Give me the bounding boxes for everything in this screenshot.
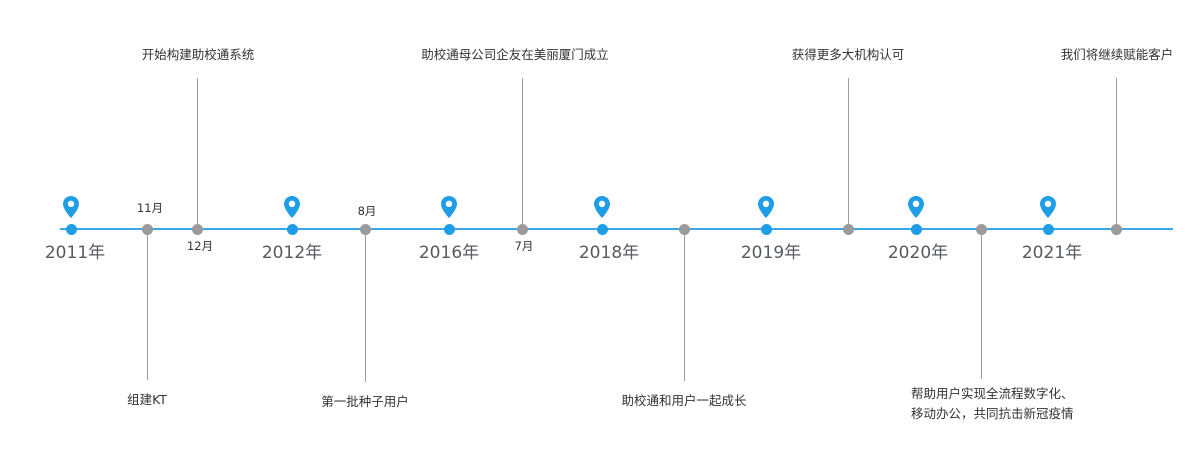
year-marker-dot bbox=[596, 223, 608, 235]
event-description: 第一批种子用户 bbox=[321, 394, 409, 409]
location-pin-icon bbox=[441, 196, 457, 219]
event-marker-dot bbox=[359, 223, 371, 235]
event-marker-dot bbox=[191, 223, 203, 235]
event-marker-dot bbox=[516, 223, 528, 235]
location-pin-icon bbox=[758, 196, 774, 219]
event-month-label: 8月 bbox=[357, 204, 377, 218]
year-marker-dot bbox=[65, 223, 77, 235]
event-marker-dot bbox=[975, 223, 987, 235]
year-marker-dot bbox=[910, 223, 922, 235]
year-label: 2021年 bbox=[1021, 243, 1083, 263]
year-label: 2012年 bbox=[261, 243, 323, 263]
year-label: 2018年 bbox=[578, 243, 640, 263]
event-connector-line bbox=[364, 229, 366, 382]
event-description: 助校通母公司企友在美丽厦门成立 bbox=[421, 47, 609, 62]
event-marker-dot bbox=[842, 223, 854, 235]
event-connector-line bbox=[196, 78, 198, 229]
event-connector-line bbox=[1115, 78, 1117, 229]
event-connector-line bbox=[847, 78, 849, 229]
event-month-label: 11月 bbox=[136, 201, 164, 215]
location-pin-icon bbox=[284, 196, 300, 219]
event-description-line: 帮助用户实现全流程数字化、 bbox=[911, 386, 1074, 401]
location-pin-icon bbox=[63, 196, 79, 219]
year-label: 2011年 bbox=[44, 243, 106, 263]
event-connector-line bbox=[683, 229, 685, 381]
year-marker-dot bbox=[1042, 223, 1054, 235]
timeline-axis bbox=[60, 228, 1173, 230]
event-description: 助校通和用户一起成长 bbox=[621, 393, 747, 408]
year-label: 2020年 bbox=[887, 243, 949, 263]
year-label: 2019年 bbox=[740, 243, 802, 263]
year-label: 2016年 bbox=[418, 243, 480, 263]
event-month-label: 12月 bbox=[186, 239, 214, 253]
event-marker-dot bbox=[1110, 223, 1122, 235]
year-marker-dot bbox=[286, 223, 298, 235]
event-month-label: 7月 bbox=[514, 239, 534, 253]
event-description: 获得更多大机构认可 bbox=[791, 47, 905, 62]
event-description: 我们将继续赋能客户 bbox=[1060, 47, 1174, 62]
event-marker-dot bbox=[141, 223, 153, 235]
location-pin-icon bbox=[908, 196, 924, 219]
event-marker-dot bbox=[678, 223, 690, 235]
event-connector-line bbox=[146, 229, 148, 380]
event-description-line: 移动办公，共同抗击新冠疫情 bbox=[911, 406, 1074, 421]
event-description: 帮助用户实现全流程数字化、 移动办公，共同抗击新冠疫情 bbox=[911, 384, 1074, 424]
event-description: 开始构建助校通系统 bbox=[141, 47, 255, 62]
event-description: 组建KT bbox=[127, 392, 167, 407]
location-pin-icon bbox=[594, 196, 610, 219]
year-marker-dot bbox=[760, 223, 772, 235]
event-connector-line bbox=[980, 229, 982, 379]
location-pin-icon bbox=[1040, 196, 1056, 219]
year-marker-dot bbox=[443, 223, 455, 235]
event-connector-line bbox=[521, 78, 523, 229]
